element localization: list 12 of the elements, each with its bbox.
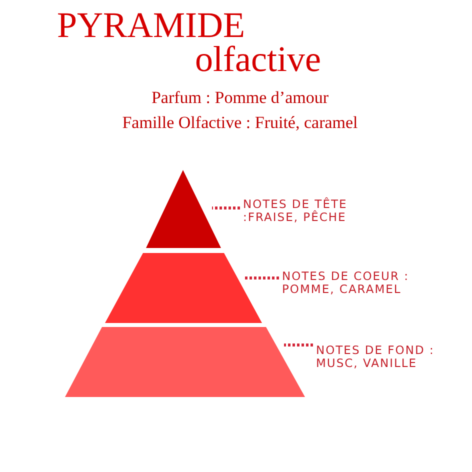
leader-line [245,276,279,280]
leader-line [212,206,240,210]
pyramid-top-tier [146,170,221,248]
note-text: NOTES DE FOND : MUSC, VANILLE [316,344,456,370]
note-text: NOTES DE COEUR : POMME, CARAMEL [282,270,432,296]
title: PYRAMIDE olfactive [57,8,322,76]
note-text: NOTES DE TÊTE :FRAISE, PÊCHE [243,198,383,224]
subtitle-text: Famille Olfactive : Fruité, caramel [121,113,359,133]
subtitle-text: Parfum : Pomme d’amour [150,88,330,108]
pyramid-tier [65,327,305,397]
leader-line [284,344,313,346]
pyramid-tier [105,253,262,323]
